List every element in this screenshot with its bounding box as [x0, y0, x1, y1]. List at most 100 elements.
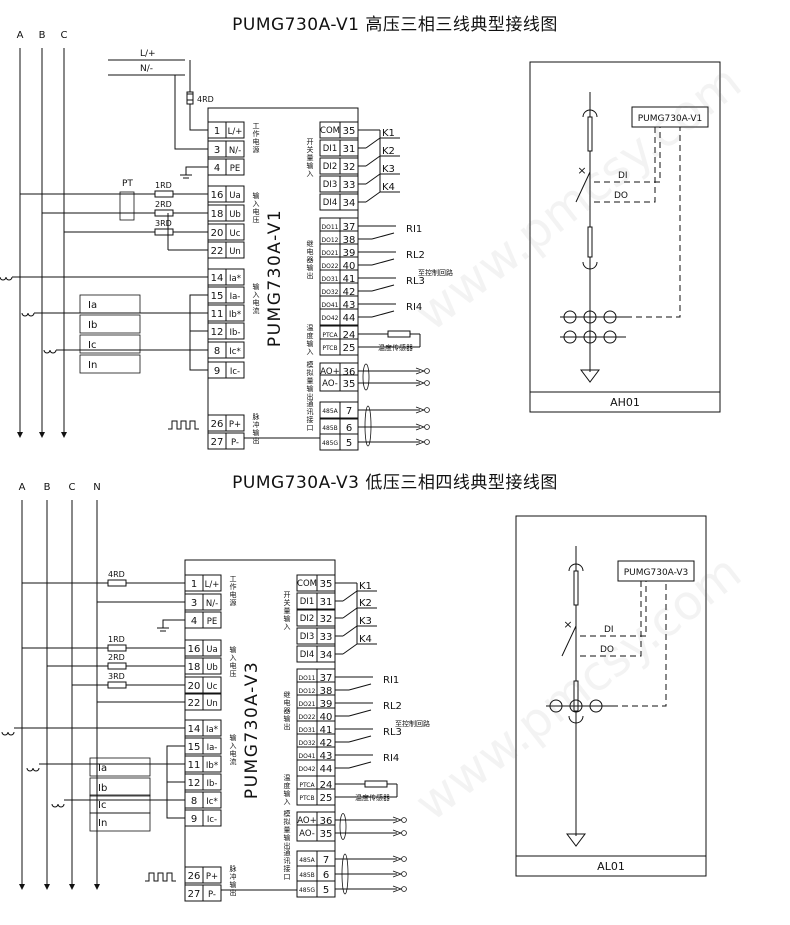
d1-fuse-box	[154, 228, 174, 236]
d1-bus-arrow-icon	[61, 432, 67, 438]
d2-panel-device-box	[617, 560, 695, 582]
d2-panel-plug-icon	[568, 563, 584, 572]
d2-key-switch	[342, 625, 358, 637]
d2-rgroup-label-char: 温	[284, 773, 291, 782]
d1-ct-return	[189, 294, 208, 371]
d1-rgroup-label-char: 输	[307, 339, 314, 348]
d2-term-name: Ia-	[207, 743, 218, 753]
d1-key-label: K4	[382, 182, 395, 193]
d1-ct-box	[79, 334, 141, 354]
d2-relay-contact	[348, 683, 372, 691]
d1-group-label-char: 输	[253, 191, 260, 200]
d2-term-num: 18	[188, 662, 201, 673]
d1-term-num: 15	[211, 291, 224, 302]
d2-term-num: 15	[188, 742, 201, 753]
diagram2-title: PUMG730A-V3 低压三相四线典型接线图	[232, 473, 558, 493]
d1-group-label-char: 作	[253, 129, 260, 138]
d1-panel-caption: AH01	[610, 396, 640, 409]
d1-term-name: Uc	[230, 229, 241, 239]
d1-term-name-box	[225, 286, 245, 304]
d2-term-num: 20	[188, 681, 201, 692]
d1-temp-sensor-box	[387, 330, 411, 338]
d1-ct-label: Ia	[88, 300, 97, 311]
d2-term-num: 14	[188, 724, 201, 735]
d2-term-name-box	[202, 693, 222, 711]
d2-term-name: Ib-	[207, 779, 218, 789]
d2-ao-terminal-icon	[401, 830, 407, 836]
d2-rgroup-label-char: 口	[284, 873, 291, 881]
d1-relay-contact	[371, 310, 395, 318]
d2-bus-arrow-icon	[19, 884, 25, 890]
d2-rgroup-label-char: 模	[284, 809, 291, 818]
d2-key-label: K4	[359, 634, 372, 645]
d1-key-label: K3	[382, 164, 395, 175]
d1-term-name: Ia-	[230, 292, 241, 302]
d2-panel-fuse-top	[573, 570, 579, 606]
d1-ct-box	[79, 314, 141, 334]
d1-group-label-char: 流	[253, 306, 260, 315]
d1-term-name: Un	[229, 247, 241, 257]
d1-term-name: Ic*	[229, 347, 240, 357]
d2-relay-label: RI4	[383, 753, 399, 764]
d1-rterm-num: 40	[343, 261, 356, 272]
d2-rterm-num: 33	[320, 632, 333, 643]
d2-rgroup-label-char: 讯	[284, 857, 291, 865]
d2-panel-breaker-icon	[561, 625, 577, 657]
d1-panel-device-label: PUMG730A-V1	[638, 114, 703, 124]
d2-rgroup-label-char: 接	[284, 864, 291, 873]
d1-group-label-char: 输	[253, 282, 260, 291]
d2-group-label-char: 压	[230, 670, 237, 678]
d2-term-name-box	[202, 773, 222, 791]
d1-panel-plug-icon	[582, 109, 598, 118]
d1-rterm-name: 485B	[322, 425, 338, 432]
d2-panel-di-label: DI	[604, 625, 614, 635]
d1-rgroup-label-char: 入	[307, 170, 314, 178]
d2-relay-contact	[348, 735, 372, 743]
d2-key-label: K1	[359, 581, 372, 592]
d2-term-num: 9	[191, 814, 197, 825]
d1-pe-wire	[185, 166, 208, 175]
d2-rterm-num: 36	[320, 816, 333, 827]
d1-relay-note: 至控制回路	[418, 268, 453, 277]
d1-rterm-num: 33	[343, 180, 356, 191]
d1-rgroup-label-char: 输	[307, 384, 314, 393]
d2-rgroup-label-char: 入	[284, 623, 291, 631]
d2-rterm-num: 44	[320, 764, 333, 775]
d1-rterm-num: 5	[346, 438, 352, 449]
d1-term-name-box	[225, 140, 245, 158]
d2-group-label-char: 入	[230, 654, 237, 662]
d1-485-terminal-icon	[424, 424, 430, 430]
d2-term-num: 27	[188, 889, 201, 900]
d1-key-switch	[365, 173, 381, 185]
d2-term-name-box	[202, 755, 222, 773]
d1-rterm-name: COM	[320, 126, 340, 136]
d2-relay-note: 至控制回路	[395, 719, 430, 728]
d1-rgroup-label-char: 模	[307, 360, 314, 369]
d1-term-name-box	[225, 204, 245, 222]
d2-ao-shield	[339, 813, 347, 840]
d2-485-terminal-icon	[401, 856, 407, 862]
d1-term-name: PE	[230, 164, 241, 174]
d1-ct-coil-icon	[43, 349, 57, 354]
d1-rterm-num: 39	[343, 248, 356, 259]
d1-group-label-char: 入	[253, 200, 260, 208]
d1-rterm-name: DO21	[322, 250, 339, 257]
d1-rgroup-label-char: 量	[307, 154, 314, 162]
d2-fuse-label: 1RD	[108, 635, 125, 644]
d2-phase-C: C	[69, 482, 76, 493]
d1-ao-arrow	[415, 367, 426, 375]
d2-rgroup-label-char: 拟	[284, 817, 291, 826]
d2-group-label-char: 出	[230, 888, 237, 897]
d2-group-label-char: 输	[230, 645, 237, 654]
d2-rgroup-label-char: 输	[284, 789, 291, 798]
d1-rterm-name: DI1	[323, 144, 337, 154]
d2-term-name: Ia*	[206, 725, 218, 735]
d1-rterm-name: DI4	[323, 198, 337, 208]
d2-term-name-box	[202, 884, 222, 902]
d1-rterm-num: 31	[343, 144, 356, 155]
d1-rterm-name: PTCA	[322, 332, 338, 339]
d2-rterm-num: 43	[320, 751, 333, 762]
